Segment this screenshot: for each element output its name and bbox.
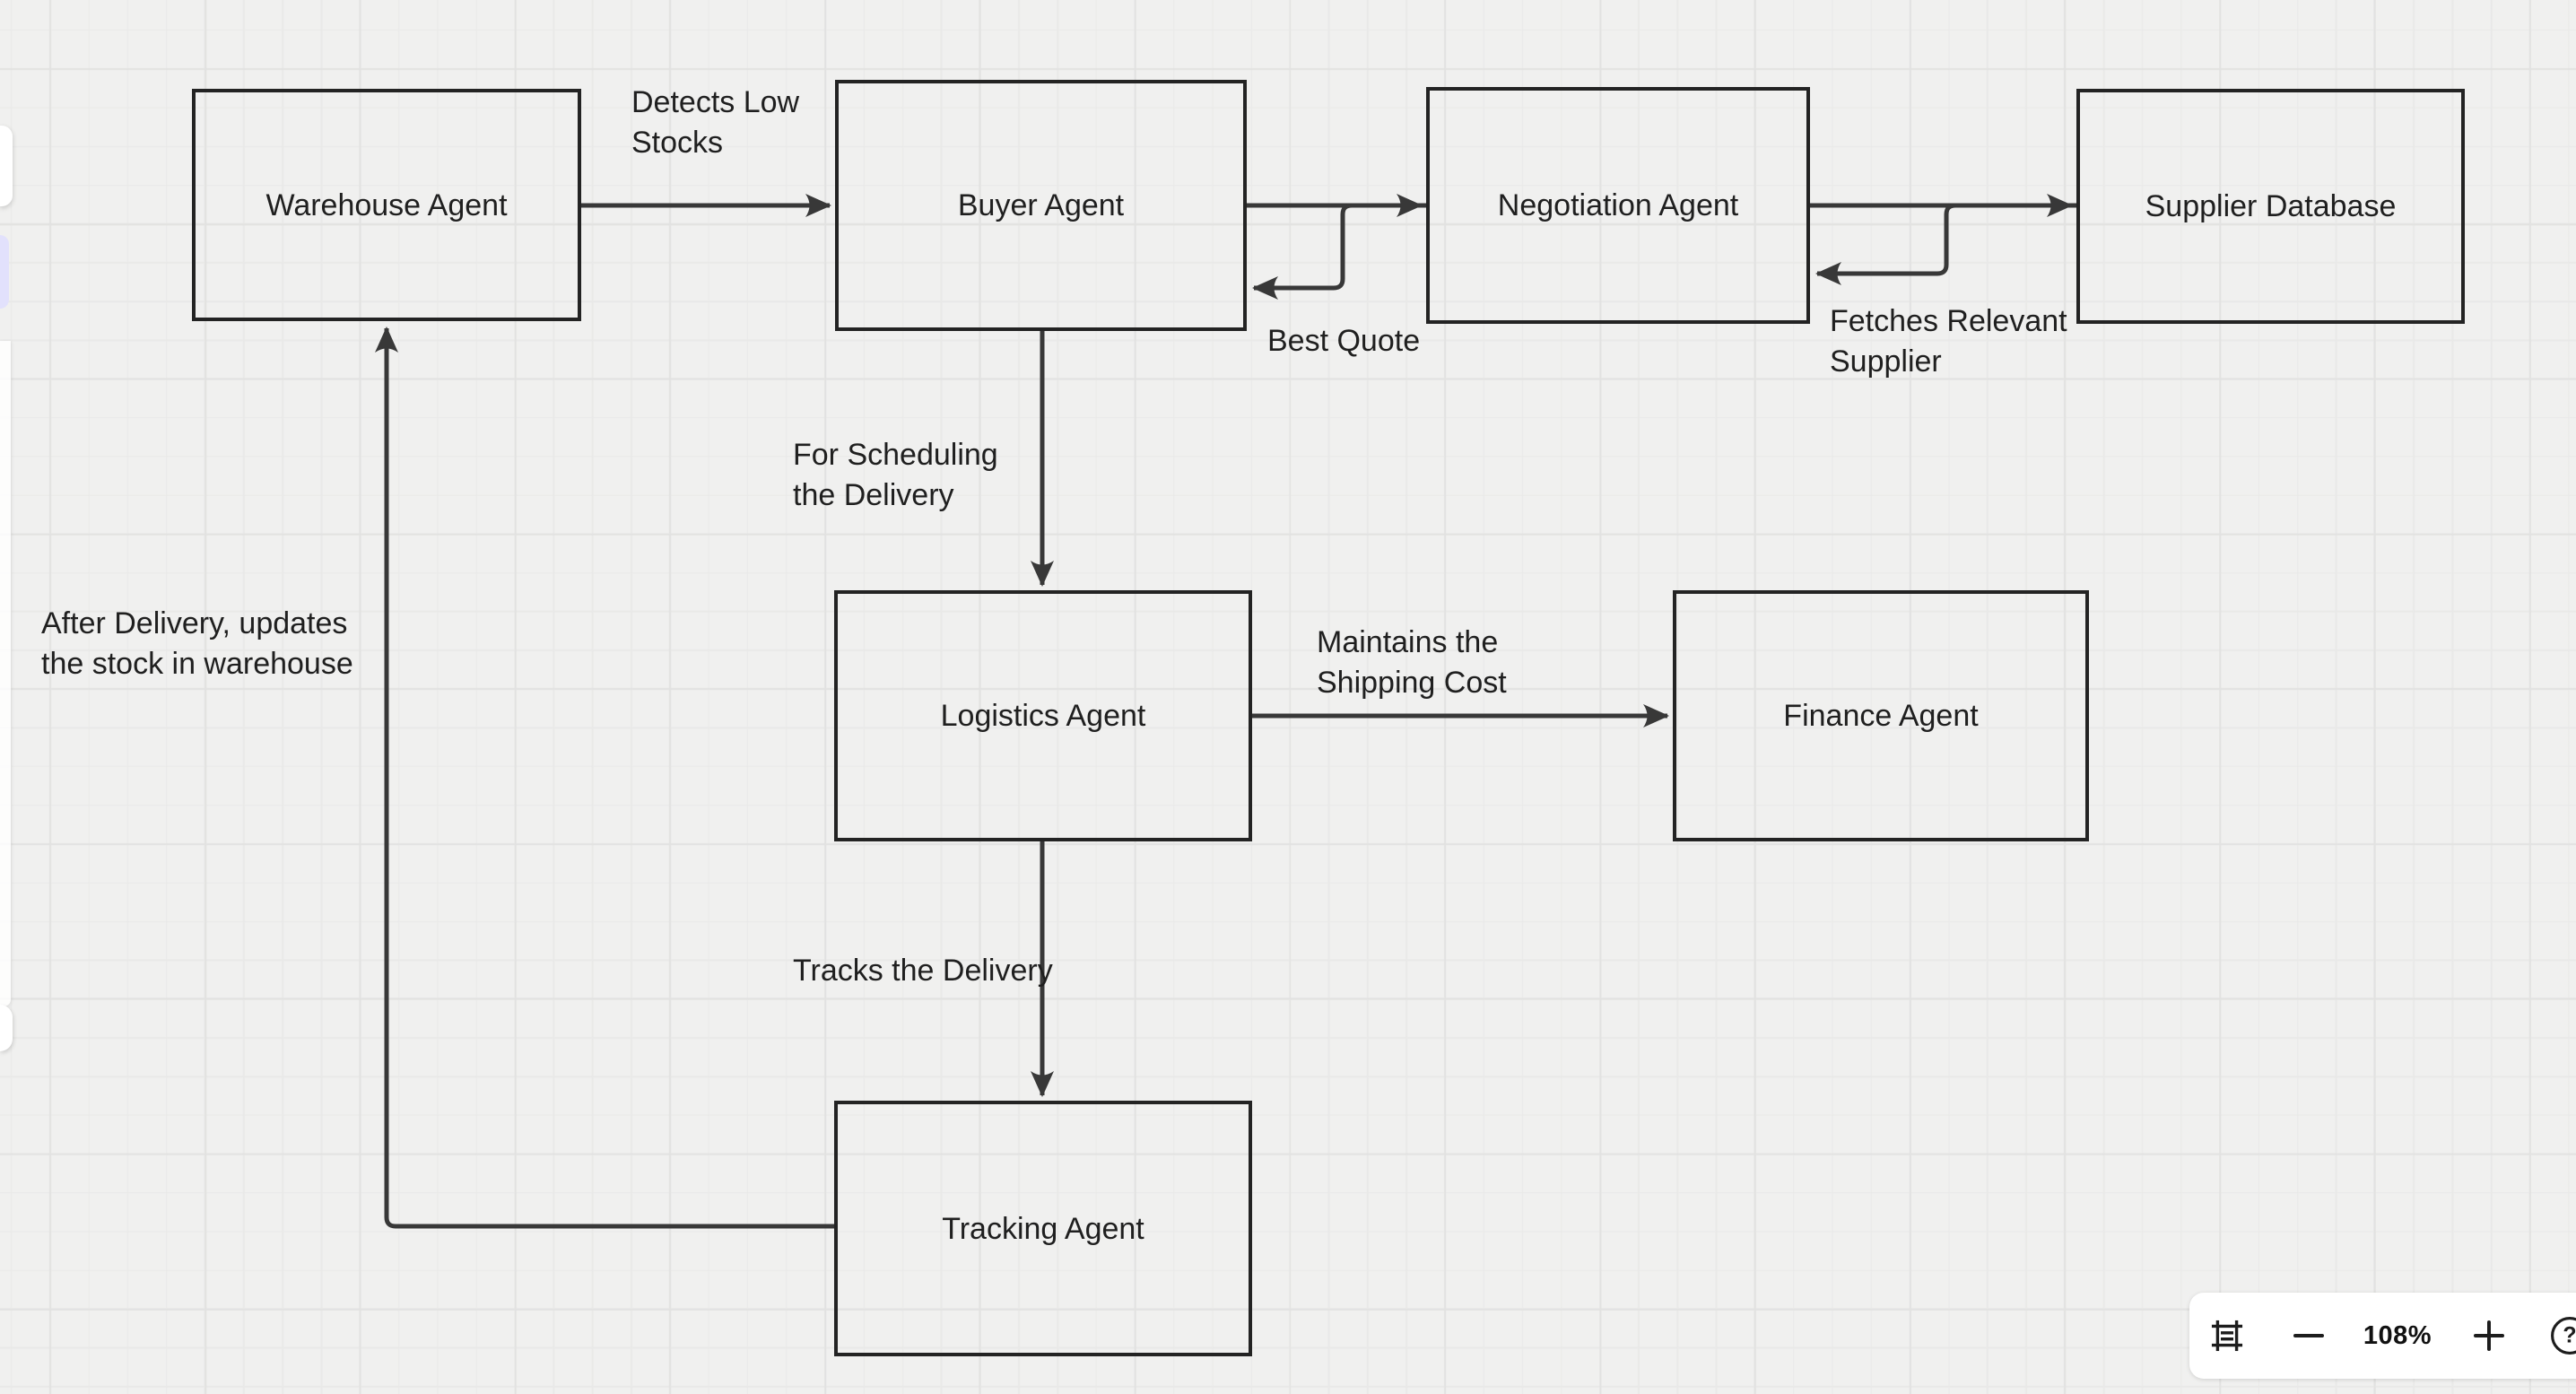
- edge-supplier-to-negotiation[interactable]: [1815, 203, 2076, 285]
- left-panel-handle[interactable]: [0, 1005, 13, 1051]
- help-icon: ?: [2551, 1317, 2576, 1355]
- left-toolbar-active-tool-highlight[interactable]: [0, 235, 9, 309]
- node-buyer-agent[interactable]: Buyer Agent: [835, 80, 1247, 331]
- node-warehouse-agent[interactable]: Warehouse Agent: [192, 89, 581, 321]
- node-label-finance-agent: Finance Agent: [1783, 699, 1979, 733]
- node-tracking-agent[interactable]: Tracking Agent: [834, 1101, 1252, 1356]
- help-glyph: ?: [2563, 1322, 2576, 1347]
- node-label-supplier-database: Supplier Database: [2145, 189, 2397, 223]
- zoom-out-icon: [2293, 1334, 2324, 1337]
- edge-negotiation-to-buyer[interactable]: [1252, 203, 1426, 300]
- edge-label-maintains-the-shipping-cost[interactable]: Maintains the Shipping Cost: [1317, 625, 1507, 700]
- node-label-warehouse-agent: Warehouse Agent: [265, 187, 508, 222]
- node-logistics-agent[interactable]: Logistics Agent: [834, 590, 1252, 841]
- node-label-logistics-agent: Logistics Agent: [940, 699, 1146, 733]
- node-negotiation-agent[interactable]: Negotiation Agent: [1426, 87, 1810, 324]
- node-finance-agent[interactable]: Finance Agent: [1673, 590, 2089, 841]
- edge-label-best-quote[interactable]: Best Quote: [1267, 324, 1421, 358]
- left-toolbar-cutoff-panel[interactable]: [0, 126, 13, 206]
- zoom-toolbar: 108% ?: [2189, 1293, 2576, 1379]
- zoom-level-display[interactable]: 108%: [2363, 1320, 2432, 1350]
- node-supplier-database[interactable]: Supplier Database: [2076, 89, 2465, 324]
- edge-label-detects-low-stocks[interactable]: Detects Low Stocks: [631, 85, 800, 160]
- edge-label-after-delivery-updates[interactable]: After Delivery, updates the stock in war…: [41, 606, 353, 681]
- edge-tracking-to-warehouse[interactable]: [375, 327, 834, 1229]
- zoom-in-icon: [2474, 1320, 2504, 1351]
- edge-label-tracks-the-delivery[interactable]: Tracks the Delivery: [793, 954, 1053, 988]
- zoom-in-button[interactable]: [2467, 1314, 2511, 1357]
- left-panel-edge: [0, 341, 11, 1006]
- fit-to-frame-button[interactable]: [2206, 1314, 2249, 1357]
- node-label-tracking-agent: Tracking Agent: [942, 1211, 1144, 1246]
- edge-label-fetches-relevant-supplier[interactable]: Fetches Relevant Supplier: [1830, 304, 2067, 379]
- node-label-negotiation-agent: Negotiation Agent: [1497, 188, 1739, 222]
- help-button[interactable]: ?: [2548, 1314, 2576, 1357]
- node-label-buyer-agent: Buyer Agent: [957, 188, 1125, 222]
- edge-label-for-scheduling-the-delivery[interactable]: For Scheduling the Delivery: [793, 438, 998, 512]
- fit-to-frame-icon: [2211, 1320, 2243, 1352]
- zoom-out-button[interactable]: [2287, 1314, 2330, 1357]
